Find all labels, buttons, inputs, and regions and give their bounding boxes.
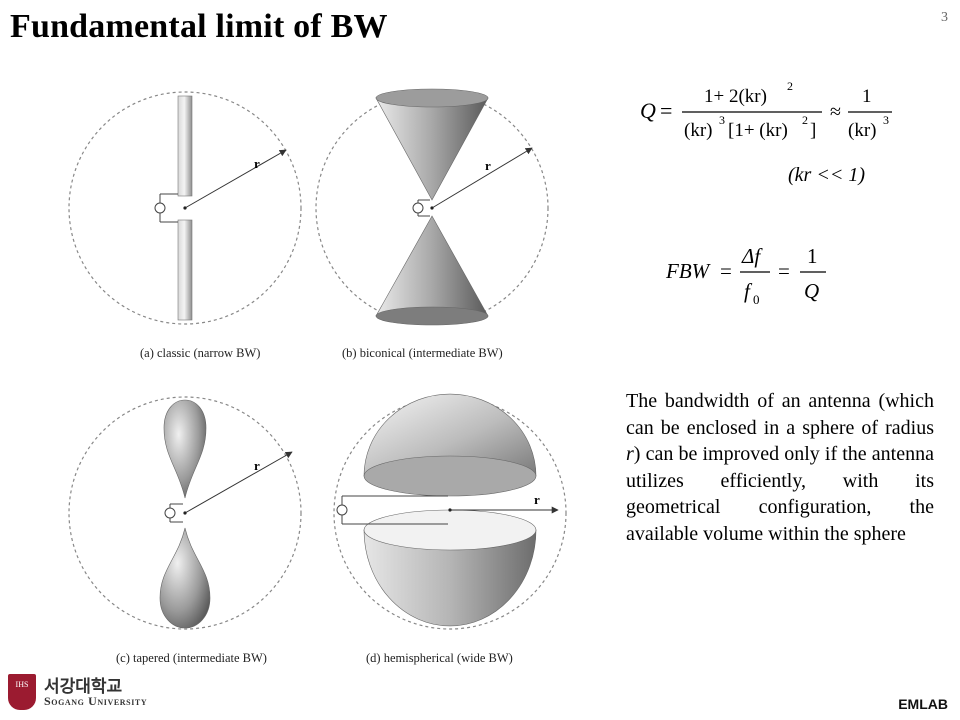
q-formula: Q = 1+ 2(kr) 2 (kr) 3 [1+ (kr) 2 ] ≈ 1 (… bbox=[636, 76, 936, 151]
q-numerator: 1+ 2(kr) bbox=[704, 86, 767, 107]
caption-c: (c) tapered (intermediate BW) bbox=[116, 651, 267, 665]
fbw-formula-svg: FBW = Δf f 0 = 1 Q bbox=[665, 244, 826, 307]
antenna-figure-drawing: r r r r bbox=[68, 88, 567, 630]
caption-b: (b) biconical (intermediate BW) bbox=[342, 346, 503, 360]
shield-icon: IHS bbox=[8, 674, 36, 710]
fbw-denominator-2: Q bbox=[804, 279, 819, 303]
bandwidth-description: The bandwidth of an antenna (which can b… bbox=[626, 388, 934, 547]
q-denominator-b: [1+ (kr) bbox=[728, 120, 788, 141]
fbw-equals-1: = bbox=[720, 259, 732, 283]
q-condition-text: (kr << 1) bbox=[788, 164, 865, 186]
description-text-2: ) can be improved only if the antenna ut… bbox=[626, 443, 934, 545]
fbw-numerator: Δf bbox=[741, 244, 763, 268]
antenna-c-tapered bbox=[68, 396, 302, 630]
q-denominator-a-exp: 3 bbox=[719, 113, 725, 127]
caption-d: (d) hemispherical (wide BW) bbox=[366, 651, 513, 665]
radius-label-c: r bbox=[254, 458, 260, 473]
q-formula-svg: Q = 1+ 2(kr) 2 (kr) 3 [1+ (kr) 2 ] ≈ 1 (… bbox=[640, 79, 892, 141]
antenna-figure: r r r r (a) classic (narrow BW) (b) bico… bbox=[60, 88, 570, 668]
page-number: 3 bbox=[941, 10, 948, 25]
antenna-a-classic bbox=[68, 91, 302, 325]
antenna-d-hemispherical bbox=[333, 393, 567, 630]
caption-a: (a) classic (narrow BW) bbox=[140, 346, 261, 360]
antenna-b-biconical bbox=[315, 88, 549, 326]
radius-label-a: r bbox=[254, 156, 260, 171]
q-denominator-a: (kr) bbox=[684, 120, 712, 141]
description-text-1: The bandwidth of an antenna (which can b… bbox=[626, 390, 934, 439]
university-logo: IHS 서강대학교 Sogang University bbox=[4, 670, 164, 716]
q-equals: = bbox=[660, 98, 672, 123]
q-denominator-c: ] bbox=[810, 120, 816, 141]
slide-title: Fundamental limit of BW bbox=[10, 8, 388, 45]
lab-label: EMLAB bbox=[898, 696, 948, 712]
radius-label-b: r bbox=[485, 158, 491, 173]
fbw-formula: FBW = Δf f 0 = 1 Q bbox=[664, 238, 844, 317]
q2-denominator: (kr) bbox=[848, 120, 876, 141]
q-numerator-exp: 2 bbox=[787, 79, 793, 93]
q-lhs: Q bbox=[640, 98, 656, 123]
q-condition: (kr << 1) bbox=[788, 158, 898, 195]
fbw-numerator-2: 1 bbox=[807, 244, 818, 268]
logo-korean-name: 서강대학교 bbox=[44, 677, 123, 697]
shield-text: IHS bbox=[15, 680, 29, 689]
q-approx: ≈ bbox=[830, 101, 841, 123]
fbw-denominator: f bbox=[744, 279, 753, 303]
fbw-lhs: FBW bbox=[665, 259, 712, 283]
fbw-denominator-sub: 0 bbox=[753, 292, 760, 307]
q-condition-svg: (kr << 1) bbox=[788, 164, 865, 186]
logo-english-name: Sogang University bbox=[44, 694, 148, 708]
description-radius: r bbox=[626, 443, 634, 465]
q2-denominator-exp: 3 bbox=[883, 113, 889, 127]
radius-label-d: r bbox=[534, 492, 540, 507]
q2-numerator: 1 bbox=[862, 86, 872, 107]
q-denominator-b-exp: 2 bbox=[802, 113, 808, 127]
fbw-equals-2: = bbox=[778, 259, 790, 283]
